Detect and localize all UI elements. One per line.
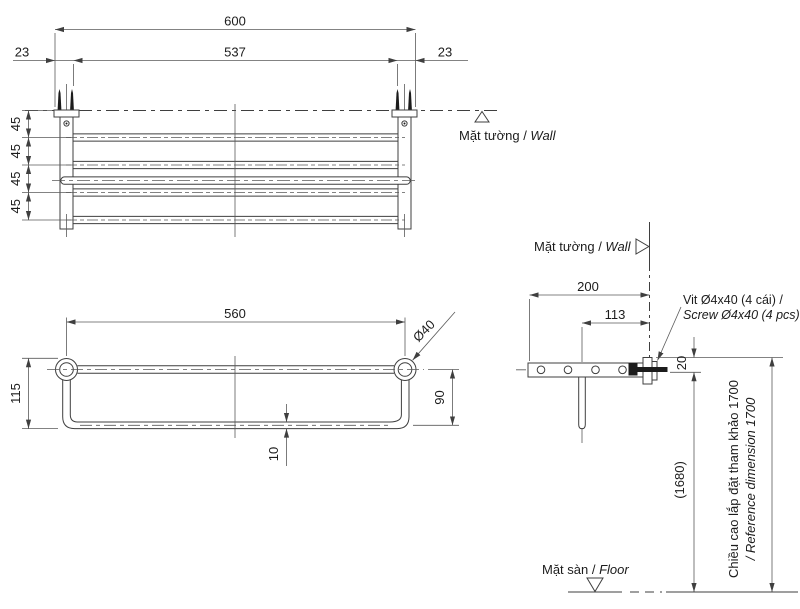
datum-triangle-icon	[635, 238, 650, 255]
dim-20: 20	[674, 337, 697, 370]
dim-1700-label-vi: Chiều cao lắp đặt tham khảo 1700	[726, 380, 741, 578]
dim-560-label: 560	[224, 306, 246, 321]
plan-view: Mặt tường / Wall 600 537 23 23	[8, 14, 557, 237]
rail-loop-inner	[69, 372, 402, 423]
bracket-body	[59, 116, 74, 230]
dim-23-right: 23	[397, 45, 468, 64]
screw-pin-icon	[395, 89, 400, 110]
mount-plate	[53, 109, 80, 118]
wall-label-side: Mặt tường / Wall	[534, 239, 632, 254]
dim-115: 115	[8, 357, 58, 430]
bracket-right-plan	[391, 84, 418, 237]
screw-hole-icon	[63, 120, 70, 127]
side-view: Mặt tường / Wall 200 113	[516, 222, 800, 593]
dim-10: 10	[266, 404, 290, 466]
dim-1680-label: (1680)	[672, 461, 687, 499]
dim-1680: (1680)	[672, 372, 697, 592]
screw-hole-dot	[403, 122, 406, 125]
dim-537-label: 537	[224, 45, 246, 60]
dim-600: 600	[54, 14, 416, 107]
dim-45-chain: 45 45 45 45	[8, 110, 71, 221]
dim-90-label: 90	[432, 390, 447, 404]
screw-note-line2: Screw Ø4x40 (4 pcs)	[683, 308, 800, 322]
dim-45-label: 45	[8, 144, 23, 158]
screw-note-line1: Vit Ø4x40 (4 cái) /	[683, 293, 783, 307]
dim-560: 560	[66, 306, 406, 356]
arm-hole-icon	[618, 365, 627, 375]
front-view: 560 Ø40 115 90 10	[8, 306, 459, 466]
dim-dia40-label: Ø40	[410, 317, 438, 345]
screw-head-icon	[628, 363, 638, 376]
dim-23-left: 23	[13, 45, 55, 64]
screw-pin-icon	[57, 89, 62, 110]
screw-shaft-icon	[637, 367, 668, 372]
screw-note: Vit Ø4x40 (4 cái) / Screw Ø4x40 (4 pcs)	[657, 293, 800, 361]
arm-hole-icon	[536, 365, 546, 375]
dim-45-label: 45	[8, 199, 23, 213]
dim-45-label: 45	[8, 172, 23, 186]
screw-hole-dot	[65, 122, 68, 125]
floor-label: Mặt sàn / Floor	[542, 562, 629, 577]
dim-200: 200	[529, 279, 650, 361]
dim-90: 90	[413, 369, 459, 426]
dim-23-left-label: 23	[15, 45, 29, 60]
bracket-body	[397, 116, 412, 230]
dim-537: 537	[55, 45, 398, 86]
dim-10-label: 10	[266, 447, 281, 461]
screw-pin-icon	[70, 89, 74, 110]
dim-23-right-label: 23	[438, 45, 452, 60]
datum-triangle-icon	[474, 110, 490, 123]
floor: Mặt sàn / Floor	[542, 562, 798, 593]
dim-45-label: 45	[8, 117, 23, 131]
arm-hole-icon	[563, 365, 573, 375]
dim-dia40: Ø40	[410, 311, 456, 361]
dim-115-label: 115	[8, 383, 23, 404]
rail-loop-outer	[62, 372, 410, 430]
dim-113-label: 113	[605, 307, 626, 322]
dim-200-label: 200	[577, 279, 599, 294]
mount-plate	[391, 109, 418, 118]
screw-pin-icon	[408, 89, 412, 110]
dim-20-label: 20	[674, 356, 689, 370]
datum-triangle-icon	[586, 577, 604, 593]
bar-centerlines	[52, 137, 419, 221]
wall-label-plan: Mặt tường / Wall	[459, 128, 557, 143]
rod-cap	[578, 424, 586, 430]
dim-1700-label-en: / Reference dimension 1700	[743, 397, 758, 561]
bracket-left-plan	[53, 84, 80, 237]
arm-hole-icon	[591, 365, 600, 375]
shelf-bars-plan	[73, 133, 398, 225]
dim-600-label: 600	[224, 14, 246, 29]
dim-113: 113	[582, 307, 650, 326]
screw-hole-icon	[401, 120, 408, 127]
dim-1700: Chiều cao lắp đặt tham khảo 1700 / Refer…	[726, 357, 775, 592]
